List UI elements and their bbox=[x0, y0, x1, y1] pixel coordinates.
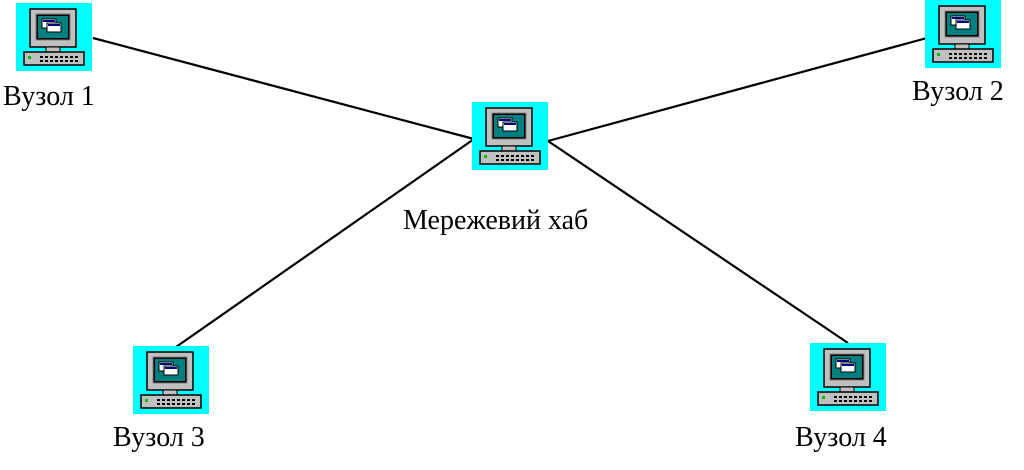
link-node-4-hub bbox=[547, 140, 849, 344]
link-node-2-hub bbox=[547, 36, 928, 143]
node-label-3: Вузол 3 bbox=[113, 422, 205, 453]
computer-icon[interactable] bbox=[133, 346, 209, 414]
node-label-1: Вузол 1 bbox=[3, 81, 95, 112]
computer-icon[interactable] bbox=[810, 343, 886, 411]
computer-icon[interactable] bbox=[16, 3, 92, 71]
link-node-1-hub bbox=[92, 36, 475, 141]
link-node-3-hub bbox=[175, 138, 475, 348]
hub-computer-icon[interactable] bbox=[472, 102, 548, 170]
node-label-4: Вузол 4 bbox=[795, 422, 887, 453]
computer-icon[interactable] bbox=[925, 0, 1001, 68]
node-label-2: Вузол 2 bbox=[912, 76, 1004, 107]
hub-label: Мережевий хаб bbox=[403, 205, 589, 236]
